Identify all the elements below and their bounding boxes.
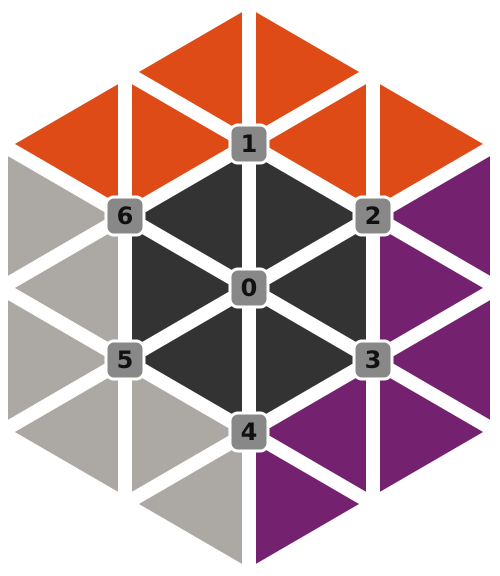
node-3-box [352, 339, 394, 381]
node-3-marker: 3 [352, 339, 394, 381]
node-0-label: 0 [241, 274, 258, 302]
node-1-label: 1 [241, 130, 258, 158]
node-6-label: 6 [117, 202, 134, 230]
node-4-marker: 4 [228, 411, 270, 453]
node-3-label: 3 [365, 346, 382, 374]
node-5-box [104, 339, 146, 381]
node-0-box [228, 267, 270, 309]
node-0-marker: 0 [228, 267, 270, 309]
node-4-box [228, 411, 270, 453]
node-5-marker: 5 [104, 339, 146, 381]
node-5-label: 5 [117, 346, 134, 374]
node-4-label: 4 [241, 418, 258, 446]
node-6-box [104, 195, 146, 237]
node-6-marker: 6 [104, 195, 146, 237]
node-1-box [228, 123, 270, 165]
node-markers: 0 1 2 3 4 5 6 [104, 123, 394, 453]
node-2-marker: 2 [352, 195, 394, 237]
node-1-marker: 1 [228, 123, 270, 165]
node-2-box [352, 195, 394, 237]
left-triangle [111, 419, 256, 576]
node-2-label: 2 [365, 202, 382, 230]
